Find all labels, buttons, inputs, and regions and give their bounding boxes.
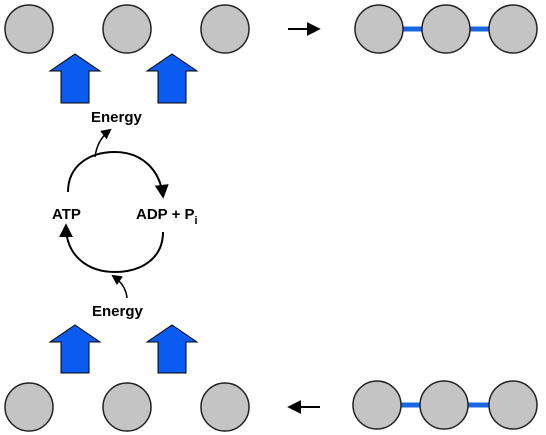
adp-label: ADP + Pi xyxy=(136,206,198,227)
monomer-top-3 xyxy=(200,4,250,54)
monomer-bottom-2 xyxy=(102,382,152,432)
block-arrow-up-bottom-right xyxy=(145,324,199,374)
linked-chain-top xyxy=(354,4,538,54)
energy-label-top: Energy xyxy=(91,109,143,126)
energy-label-bottom: Energy xyxy=(92,303,144,320)
chain-top-unit-1 xyxy=(354,4,404,54)
cycle-arc-bottom xyxy=(59,223,164,274)
linked-chain-bottom xyxy=(352,380,538,430)
block-arrow-up-top-left xyxy=(48,53,102,104)
block-arrow-up-top-right xyxy=(145,53,199,104)
chain-bottom-unit-1 xyxy=(352,380,402,430)
monomer-bottom-1 xyxy=(4,382,54,432)
monomer-top-1 xyxy=(4,4,54,54)
chain-bottom-unit-3 xyxy=(488,380,538,430)
chain-top-unit-2 xyxy=(421,4,471,54)
adp-label-main: ADP + P xyxy=(136,206,195,223)
block-arrow-up-bottom-left xyxy=(48,324,102,374)
monomer-top-2 xyxy=(102,4,152,54)
atp-label: ATP xyxy=(52,206,81,223)
energy-input-arrow xyxy=(111,274,128,299)
adp-label-subscript: i xyxy=(195,215,198,227)
monomer-bottom-3 xyxy=(200,382,250,432)
chain-top-unit-3 xyxy=(488,4,538,54)
chain-bottom-unit-2 xyxy=(419,380,469,430)
cycle-arc-top xyxy=(67,150,169,199)
